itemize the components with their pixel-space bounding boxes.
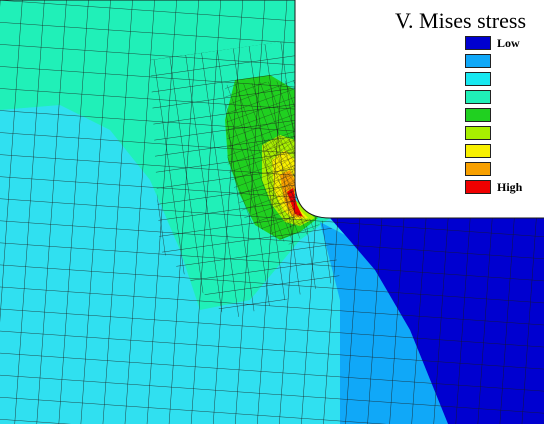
legend-swatch bbox=[465, 180, 491, 194]
legend-entry-1: Low bbox=[465, 35, 543, 53]
legend-entry-2 bbox=[465, 53, 543, 71]
part-boundary bbox=[0, 0, 544, 219]
legend-entry-5 bbox=[465, 107, 543, 125]
legend-entry-9: High bbox=[465, 179, 543, 197]
legend-label-high: High bbox=[497, 180, 523, 194]
legend-entry-8 bbox=[465, 161, 543, 179]
legend-title: V. Mises stress bbox=[395, 8, 527, 33]
legend-swatch bbox=[465, 162, 491, 176]
legend-entry-6 bbox=[465, 125, 543, 143]
legend-label-low: Low bbox=[497, 36, 520, 50]
legend-entry-4 bbox=[465, 89, 543, 107]
legend-entry-7 bbox=[465, 143, 543, 161]
legend-swatch bbox=[465, 72, 491, 86]
legend-swatch bbox=[465, 36, 491, 50]
mesh-very-fine bbox=[262, 135, 312, 228]
legend-swatch bbox=[465, 108, 491, 122]
legend-swatch bbox=[465, 126, 491, 140]
legend-entry-3 bbox=[465, 71, 543, 89]
legend-swatch bbox=[465, 90, 491, 104]
legend-swatch bbox=[465, 54, 491, 68]
color-legend: Low High bbox=[465, 35, 543, 197]
legend-swatch bbox=[465, 144, 491, 158]
